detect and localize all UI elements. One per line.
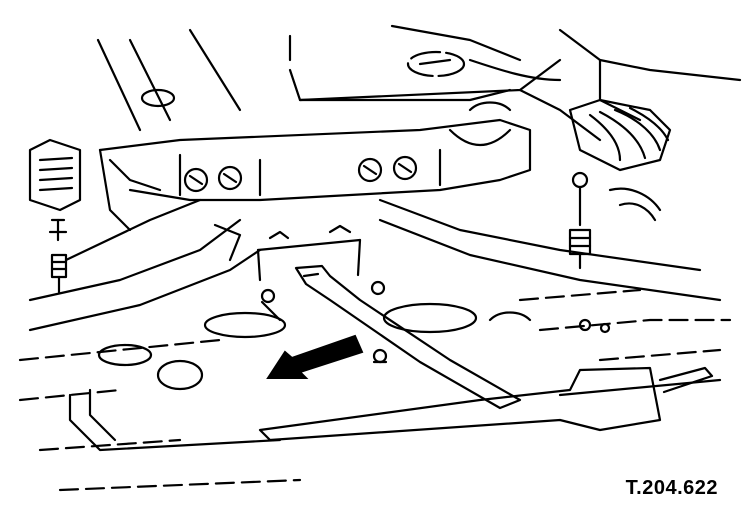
lower-surfaces — [18, 288, 732, 492]
left-mounting-bolt — [48, 198, 202, 294]
wrench-icon — [294, 264, 522, 410]
lower-ellipses — [97, 302, 611, 391]
figure-reference-label: T.204.622 — [625, 477, 718, 499]
upper-body-panel — [96, 24, 742, 142]
lower-housing — [68, 366, 722, 452]
left-vent-block — [28, 138, 82, 212]
right-vent-block — [568, 98, 672, 172]
right-mounting-bolt — [568, 171, 662, 270]
crossmember — [98, 101, 532, 202]
centre-bracket — [256, 224, 388, 364]
subframe-arms — [28, 148, 722, 332]
arrow-icon — [266, 334, 364, 379]
